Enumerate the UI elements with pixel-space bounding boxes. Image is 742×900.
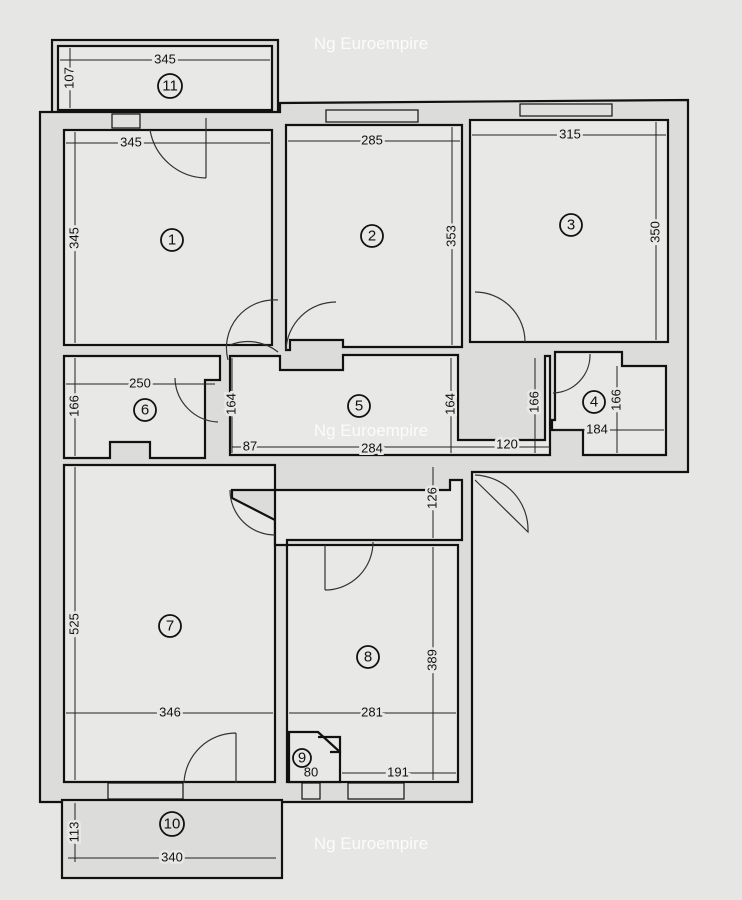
- dim-label: 166: [66, 395, 81, 417]
- dim-label: 284: [361, 440, 383, 455]
- room-number-5: 5: [347, 394, 371, 418]
- door-arc: [225, 299, 279, 361]
- door-arc: [552, 353, 591, 394]
- corridor: [273, 478, 464, 547]
- svg-text:3: 3: [567, 217, 575, 234]
- room-number-8: 8: [356, 645, 380, 669]
- svg-text:4: 4: [590, 394, 598, 411]
- room-number-7: 7: [158, 614, 182, 638]
- door-arc: [229, 489, 276, 536]
- window: [301, 782, 321, 800]
- room-7: [62, 463, 277, 784]
- room-number-2: 2: [360, 224, 384, 248]
- dim-label: 126: [424, 487, 439, 509]
- room-3: [468, 118, 670, 344]
- window: [107, 782, 184, 800]
- dim-label: 164: [223, 393, 238, 415]
- svg-text:7: 7: [166, 618, 174, 635]
- dim-label: 113: [66, 822, 81, 843]
- svg-text:8: 8: [364, 649, 372, 666]
- room-5: [228, 353, 552, 457]
- door-arc: [174, 377, 219, 423]
- door-arc: [149, 118, 207, 179]
- dim-label: 281: [361, 704, 383, 719]
- room-number-6: 6: [133, 398, 157, 422]
- dim-label: 120: [496, 436, 518, 451]
- dim-label: 87: [243, 438, 257, 453]
- dim-label: 346: [159, 704, 181, 719]
- room-9: [287, 730, 342, 784]
- dim-label: 315: [559, 126, 581, 141]
- window: [519, 103, 613, 117]
- watermark: Ng Euroempire: [314, 34, 428, 53]
- dim-label: 389: [424, 649, 439, 671]
- windows: [107, 103, 613, 800]
- dim-label: 353: [443, 225, 458, 247]
- svg-text:1: 1: [168, 232, 176, 249]
- dim-label: 107: [61, 67, 76, 89]
- door-arc: [285, 301, 337, 351]
- svg-text:11: 11: [162, 78, 178, 95]
- window: [325, 109, 419, 123]
- rooms: [56, 44, 670, 784]
- dim-label: 345: [120, 134, 142, 149]
- svg-text:9: 9: [298, 750, 306, 767]
- room-number-11: 11: [157, 73, 183, 99]
- svg-text:10: 10: [164, 816, 181, 833]
- dim-label: 345: [154, 51, 176, 66]
- room-number-4: 4: [582, 390, 606, 414]
- dim-label: 184: [586, 421, 608, 436]
- window: [111, 113, 141, 129]
- room-4: [550, 350, 668, 457]
- room-number-3: 3: [559, 213, 583, 237]
- room-11: [56, 44, 274, 112]
- svg-text:2: 2: [368, 228, 376, 245]
- room-1: [62, 128, 274, 347]
- svg-text:5: 5: [355, 398, 363, 415]
- dimension-lines: [60, 48, 666, 862]
- room-number-1: 1: [160, 228, 184, 252]
- dim-label: 285: [361, 132, 383, 147]
- door-arc: [474, 291, 526, 343]
- dim-label: 250: [129, 375, 151, 390]
- dim-label: 166: [526, 391, 541, 413]
- svg-text:6: 6: [141, 402, 149, 419]
- dim-label: 340: [161, 849, 183, 864]
- door-arc: [324, 541, 374, 591]
- dim-label: 191: [387, 764, 409, 779]
- room-numbers: 1 2 3 4 5 6 7 8 9 10 11: [133, 73, 606, 837]
- dim-label: 350: [647, 221, 662, 243]
- dim-label: 164: [442, 393, 457, 415]
- door-arc: [183, 732, 237, 784]
- dim-label: 166: [608, 389, 623, 411]
- dim-label: 525: [66, 613, 81, 635]
- doors: [149, 118, 591, 784]
- room-number-10: 10: [159, 811, 185, 837]
- watermark: Ng Euroempire: [314, 421, 428, 440]
- door-arc: [474, 474, 529, 534]
- watermark: Ng Euroempire: [314, 834, 428, 853]
- room-2: [284, 123, 464, 352]
- room-number-9: 9: [292, 748, 312, 768]
- room-6: [62, 354, 222, 460]
- window: [347, 782, 405, 800]
- dim-label: 345: [66, 227, 81, 249]
- dimension-labels: 345 107 345 345 285 353 315 350 250 166 …: [59, 49, 665, 867]
